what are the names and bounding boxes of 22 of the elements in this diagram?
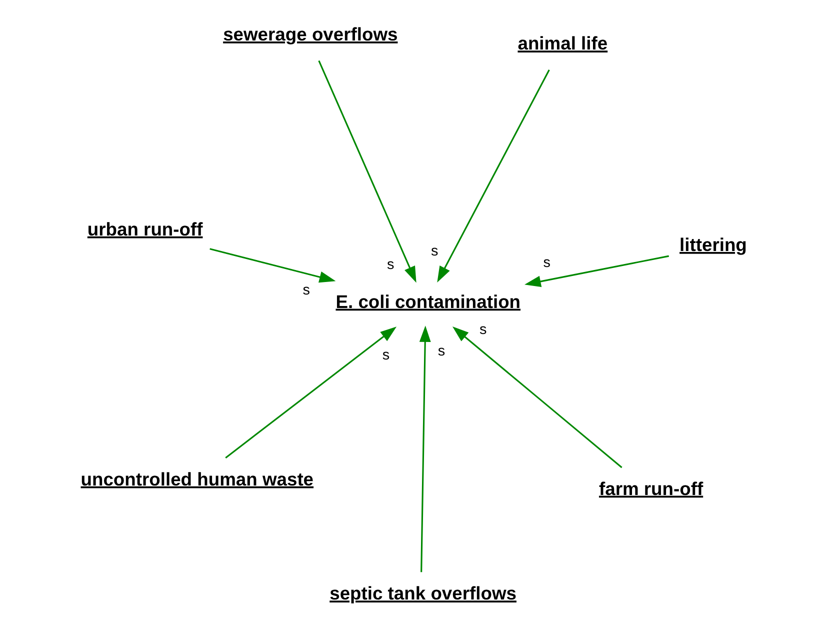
node-text: littering bbox=[680, 234, 747, 255]
arrow bbox=[210, 248, 336, 283]
node-text: E. coli contamination bbox=[336, 290, 521, 312]
edge-label: s bbox=[438, 344, 446, 360]
edge-label: s bbox=[543, 254, 550, 271]
edge-label: s bbox=[302, 282, 310, 298]
edge-label: s bbox=[479, 322, 487, 338]
arrow bbox=[225, 326, 397, 458]
edge-label: s bbox=[431, 243, 438, 260]
arrow bbox=[437, 70, 550, 283]
node-text: uncontrolled human waste bbox=[80, 468, 314, 490]
node-text: farm run-off bbox=[598, 478, 704, 499]
node-text: sewerage overflows bbox=[223, 23, 398, 44]
node-text: septic tank overflows bbox=[330, 582, 516, 604]
node-text: urban run-off bbox=[87, 218, 203, 240]
arrow bbox=[419, 326, 431, 572]
arrow bbox=[318, 60, 416, 283]
node-text: animal life bbox=[518, 32, 608, 54]
arrow bbox=[452, 326, 622, 468]
edge-label: s bbox=[382, 347, 390, 364]
edge-label: s bbox=[387, 257, 394, 274]
arrow bbox=[524, 255, 669, 288]
